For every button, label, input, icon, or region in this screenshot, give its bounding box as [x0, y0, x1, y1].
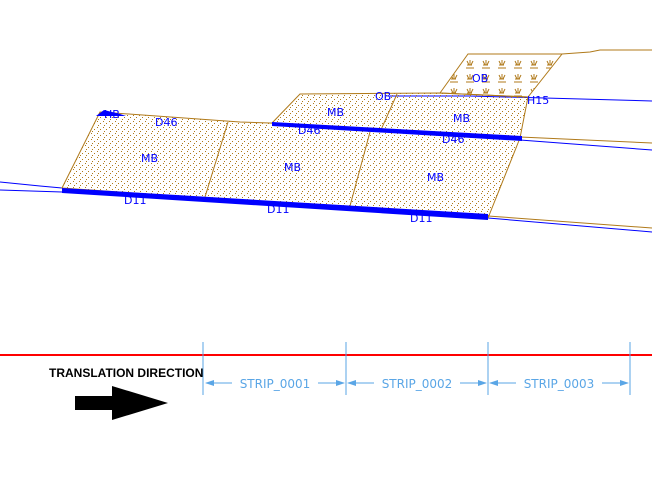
divider — [349, 131, 371, 207]
d46-boundary — [272, 122, 522, 141]
arrow-right-icon — [75, 386, 168, 420]
label-d46: D46 — [298, 124, 320, 137]
label-d11: D11 — [267, 203, 289, 216]
dimension-arrows — [205, 380, 629, 386]
strip-label-2: STRIP_0002 — [382, 377, 453, 391]
label-hb: HB — [104, 108, 120, 121]
hb-boundary — [96, 110, 126, 116]
label-d11: D11 — [410, 212, 432, 225]
ob-region — [439, 53, 564, 98]
label-ob: OB — [472, 72, 488, 85]
divider — [204, 121, 229, 198]
label-h15: H15 — [527, 94, 549, 107]
label-ob: OB — [375, 90, 391, 103]
label-d11: D11 — [124, 194, 146, 207]
label-mb: MB — [453, 112, 470, 125]
soil-lines — [487, 49, 652, 229]
label-mb: MB — [327, 106, 344, 119]
label-d46: D46 — [442, 133, 464, 146]
translation-direction-label: TRANSLATION DIRECTION — [49, 366, 203, 380]
strip-label-1: STRIP_0001 — [240, 377, 311, 391]
label-mb: MB — [141, 152, 158, 165]
strip-label-3: STRIP_0003 — [524, 377, 595, 391]
label-mb: MB — [427, 171, 444, 184]
label-mb: MB — [284, 161, 301, 174]
d11-boundary — [62, 188, 488, 220]
label-d46: D46 — [155, 116, 177, 129]
divider — [379, 93, 398, 133]
